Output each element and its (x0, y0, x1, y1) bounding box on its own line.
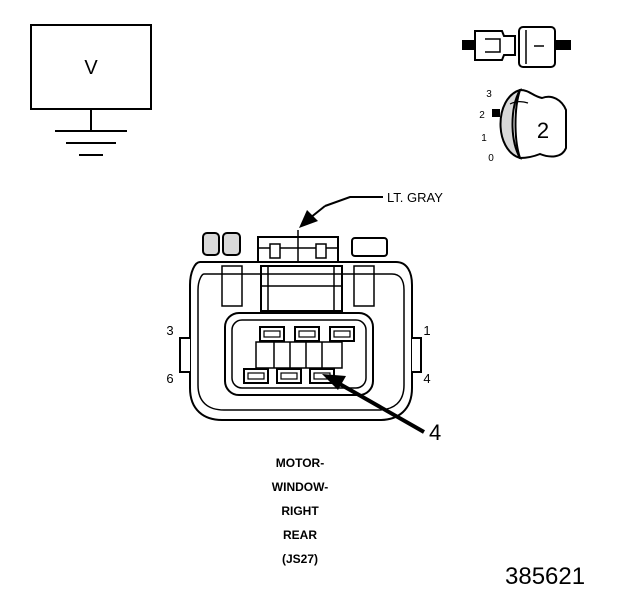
dial-position-2: 2 (479, 110, 485, 121)
dial-selected-value: 2 (537, 118, 549, 143)
caption-line-3: RIGHT (281, 504, 319, 518)
caption-line-2: WINDOW- (271, 480, 329, 494)
probe-leader (322, 374, 425, 434)
pin-label-4: 4 (423, 371, 430, 386)
caption-line-5: (JS27) (281, 552, 319, 566)
pin-label-1: 1 (423, 323, 430, 338)
probe-callout-number: 4 (429, 420, 441, 445)
terminal-adapter-icon (462, 26, 571, 68)
voltmeter-symbol (30, 24, 152, 156)
wire-color-label: LT. GRAY (387, 190, 443, 205)
voltmeter-label: V (84, 57, 98, 79)
wire-color-leader (299, 196, 383, 228)
figure-number: 385621 (505, 563, 586, 590)
dial-position-1: 1 (481, 133, 487, 144)
pin-label-6: 6 (166, 371, 173, 386)
dial-position-3: 3 (486, 89, 492, 100)
selector-dial-icon (492, 88, 567, 160)
caption-line-4: REAR (282, 528, 317, 542)
caption-line-1: MOTOR- (275, 456, 325, 470)
connector-face (179, 230, 422, 421)
pin-label-3: 3 (166, 323, 173, 338)
dial-position-0: 0 (488, 153, 494, 164)
